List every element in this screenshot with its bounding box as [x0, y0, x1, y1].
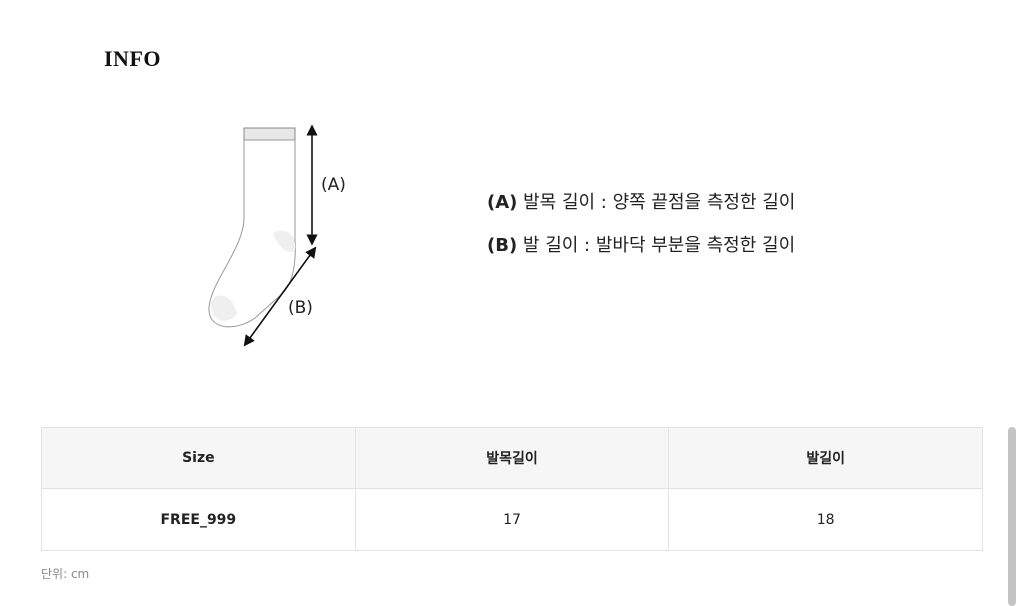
table-row: FREE_999 17 18 — [41, 488, 983, 551]
description-b-key: (B) — [487, 235, 518, 256]
size-table: Size 발목길이 발길이 FREE_999 17 18 — [41, 427, 983, 551]
arrow-b — [243, 246, 317, 347]
cell-ankle-length: 17 — [354, 488, 670, 551]
description-a: (A) 발목 길이 : 양쪽 끝점을 측정한 길이 — [487, 188, 795, 214]
scrollbar[interactable] — [1008, 427, 1016, 606]
header-ankle-length: 발목길이 — [354, 427, 670, 489]
label-b: (B) — [288, 298, 313, 318]
scrollbar-thumb[interactable] — [1008, 427, 1016, 606]
header-foot-length: 발길이 — [668, 427, 983, 489]
description-a-key: (A) — [487, 192, 518, 213]
sock-toe — [211, 295, 237, 321]
header-size: Size — [41, 427, 356, 489]
cell-size: FREE_999 — [41, 488, 356, 551]
description-b-text: 발 길이 : 발바닥 부분을 측정한 길이 — [517, 235, 796, 256]
sock-diagram — [208, 124, 318, 347]
cell-foot-length: 18 — [668, 488, 983, 551]
description-b: (B) 발 길이 : 발바닥 부분을 측정한 길이 — [487, 231, 795, 257]
info-title: INFO — [104, 46, 161, 71]
unit-note: 단위: cm — [41, 567, 90, 581]
sock-cuff — [243, 127, 296, 141]
label-a: (A) — [321, 175, 346, 195]
description-a-text: 발목 길이 : 양쪽 끝점을 측정한 길이 — [517, 192, 796, 213]
table-header-row: Size 발목길이 발길이 — [41, 427, 983, 489]
